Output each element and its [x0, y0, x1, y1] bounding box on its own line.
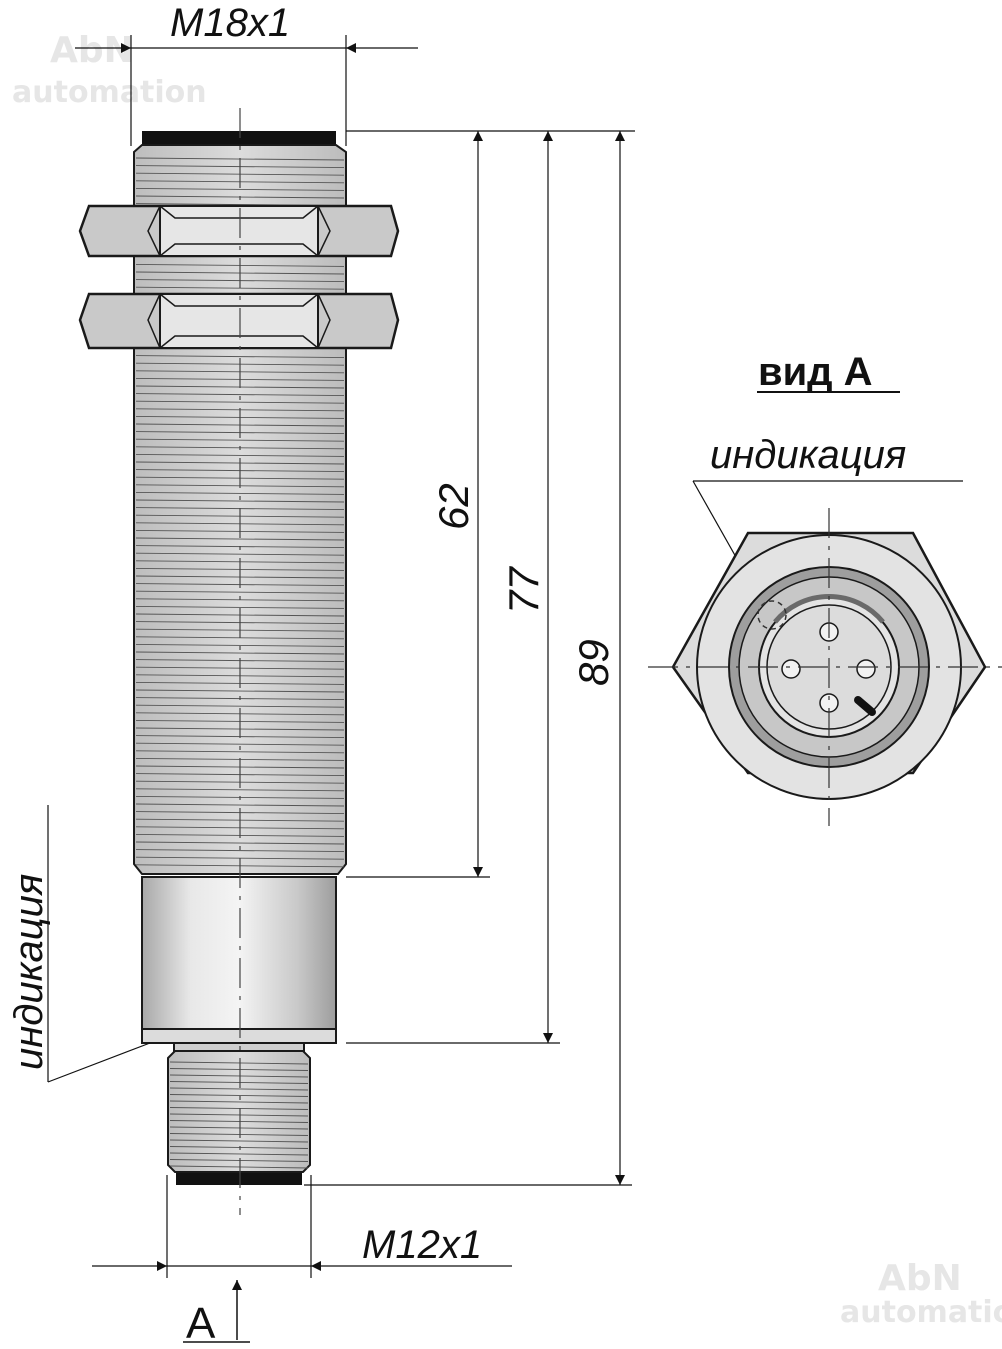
indication-leader-left [47, 805, 151, 1083]
thread-line [135, 499, 345, 503]
svg-text:automation: automation [840, 1295, 1002, 1330]
thread-line [135, 742, 345, 746]
thread-line [169, 1126, 309, 1130]
thread-line [135, 537, 345, 541]
thread-line [135, 400, 345, 404]
dimension-m18 [75, 35, 418, 146]
thread-line [135, 453, 345, 457]
label-indication-right: индикация [710, 433, 906, 477]
lock-nut-lower [78, 292, 400, 350]
thread-line [135, 689, 345, 693]
svg-text:AbN: AbN [50, 30, 134, 71]
thread-line [169, 1068, 309, 1071]
thread-line [135, 750, 345, 754]
connector-key [854, 696, 876, 716]
thread-line [169, 1094, 309, 1097]
thread-lines-connector [169, 1061, 309, 1169]
thread-line [135, 788, 345, 792]
thread-line [135, 841, 345, 845]
connector-end-view [648, 508, 1002, 826]
thread-line [135, 643, 345, 647]
thread-line [169, 1165, 309, 1169]
thread-line [135, 187, 345, 191]
housing-rim [141, 1028, 337, 1044]
thread-line [135, 438, 345, 442]
thread-line [135, 704, 345, 708]
thread-line [135, 552, 345, 556]
thread-line [135, 803, 345, 807]
label-thread-bottom: M12x1 [362, 1223, 482, 1267]
thread-line [169, 1152, 309, 1156]
thread-line [169, 1159, 309, 1162]
thread-line [169, 1100, 309, 1104]
label-view-marker: A [186, 1299, 216, 1348]
thread-line [135, 590, 345, 594]
thread-line [135, 651, 345, 655]
thread-line [135, 286, 345, 290]
sensor-face-cap [142, 131, 336, 145]
label-indication-left: индикация [7, 874, 51, 1070]
svg-text:AbN: AbN [878, 1258, 962, 1299]
thread-line [169, 1107, 309, 1110]
thread-line [169, 1139, 309, 1143]
thread-line [135, 605, 345, 609]
dim-62-value: 62 [430, 483, 477, 530]
indicator-housing [141, 876, 337, 1030]
thread-line [169, 1113, 309, 1117]
label-thread-top: M18x1 [170, 1, 290, 45]
thread-line [169, 1120, 309, 1123]
thread-line [169, 1133, 309, 1136]
connector-collar [173, 1042, 305, 1052]
thread-line [135, 393, 345, 397]
view-a-title: вид А [758, 350, 873, 394]
thread-line [169, 1087, 309, 1091]
thread-line [169, 1061, 309, 1065]
pin-3 [856, 659, 876, 679]
dimension-m12 [92, 1175, 512, 1278]
thread-line [135, 491, 345, 495]
indication-led [757, 600, 787, 630]
connector-end-cap [176, 1173, 302, 1185]
thread-line [169, 1074, 309, 1078]
svg-text:automation: automation [12, 75, 207, 110]
dim-77-value: 77 [500, 566, 547, 614]
thread-line [169, 1146, 309, 1149]
lock-nut-upper [78, 204, 400, 258]
extension-lines [304, 130, 635, 1186]
pin-2 [781, 659, 801, 679]
watermark-top-left: AbN automation [12, 30, 207, 110]
view-a-marker [183, 1280, 250, 1343]
dim-89-value: 89 [570, 639, 617, 686]
thread-line [135, 355, 345, 359]
watermark-bottom-right: AbN automation [840, 1258, 1002, 1330]
thread-line [169, 1081, 309, 1084]
thread-line [135, 849, 345, 853]
